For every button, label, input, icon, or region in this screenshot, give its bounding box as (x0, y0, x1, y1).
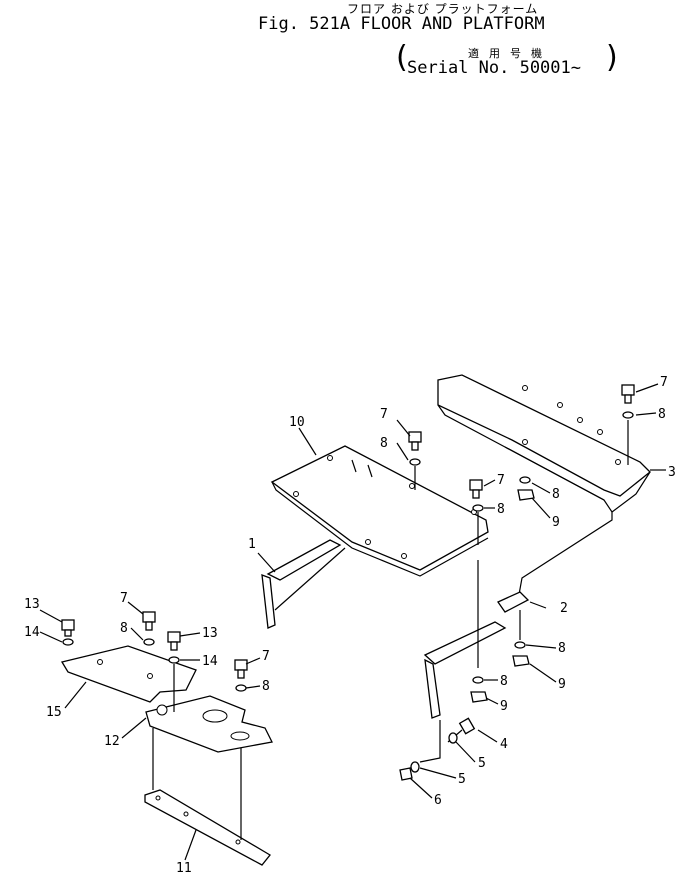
callout-12: 12 (104, 734, 120, 749)
callout-13: 13 (202, 626, 218, 641)
callout-3: 3 (668, 465, 676, 480)
bolt-mid-13 (167, 631, 181, 651)
washer-right-upper (519, 476, 531, 484)
nut-right-upper (517, 489, 535, 501)
part-11-strip (144, 789, 271, 866)
callout-8: 8 (497, 502, 505, 517)
washer-center (472, 504, 484, 512)
bolt-mid-7 (234, 659, 248, 679)
callout-6: 6 (434, 793, 442, 808)
bolt-top-right (621, 384, 635, 404)
bolt-left-13 (61, 619, 75, 637)
callout-14: 14 (202, 654, 218, 669)
callout-5: 5 (478, 756, 486, 771)
figure-title: Fig. 521A FLOOR AND PLATFORM (258, 14, 545, 34)
nut-bottom (399, 767, 413, 781)
callout-1: 1 (248, 537, 256, 552)
callout-7: 7 (262, 649, 270, 664)
part-3-support-line (517, 512, 613, 601)
washer-top-right (622, 411, 634, 419)
callout-15: 15 (46, 705, 62, 720)
callout-8: 8 (262, 679, 270, 694)
callout-5: 5 (458, 772, 466, 787)
washer-bottom (410, 761, 420, 773)
washer-center-low (472, 676, 484, 684)
right-parenthesis: ) (606, 40, 618, 75)
callout-7: 7 (497, 473, 505, 488)
leader-lines (39, 383, 666, 861)
part-10-floor-plate (270, 445, 489, 577)
nut-center-low (470, 691, 488, 703)
callout-14: 14 (24, 625, 40, 640)
washer-center-top (409, 458, 421, 466)
callout-11: 11 (176, 861, 192, 876)
washer-left-8 (143, 638, 155, 646)
callout-2: 2 (560, 601, 568, 616)
callout-7: 7 (120, 591, 128, 606)
callout-8: 8 (658, 407, 666, 422)
washer-left-14 (62, 638, 74, 646)
callout-13: 13 (24, 597, 40, 612)
part-1-bracket (261, 539, 346, 629)
callout-9: 9 (500, 699, 508, 714)
callout-9: 9 (552, 515, 560, 530)
washer-lower (448, 732, 458, 744)
callout-10: 10 (289, 415, 305, 430)
callout-7: 7 (660, 375, 668, 390)
nut-right-mid (512, 655, 530, 667)
part-3-platform (437, 374, 651, 513)
part-15-plate (60, 645, 197, 703)
bolt-left-7 (142, 611, 156, 631)
part-2-bracket (423, 591, 530, 719)
callout-4: 4 (500, 737, 508, 752)
callout-8: 8 (558, 641, 566, 656)
callout-7: 7 (380, 407, 388, 422)
bolt-center (469, 479, 483, 499)
callout-9: 9 (558, 677, 566, 692)
left-parenthesis: ( (396, 40, 408, 75)
assembly-line (419, 720, 441, 763)
figure-title-japanese: フロア および プラットフォーム (347, 2, 539, 16)
callout-8: 8 (552, 487, 560, 502)
washer-mid-14 (168, 656, 180, 664)
callout-8: 8 (380, 436, 388, 451)
washer-right-mid (514, 641, 526, 649)
serial-number: Serial No. 50001~ (407, 58, 581, 78)
serial-label-japanese: 適用号機 (468, 47, 552, 60)
callout-8: 8 (120, 621, 128, 636)
bolt-center-top (408, 431, 422, 451)
callout-8: 8 (500, 674, 508, 689)
part-12-plate (145, 695, 273, 753)
washer-mid-8 (235, 684, 247, 692)
